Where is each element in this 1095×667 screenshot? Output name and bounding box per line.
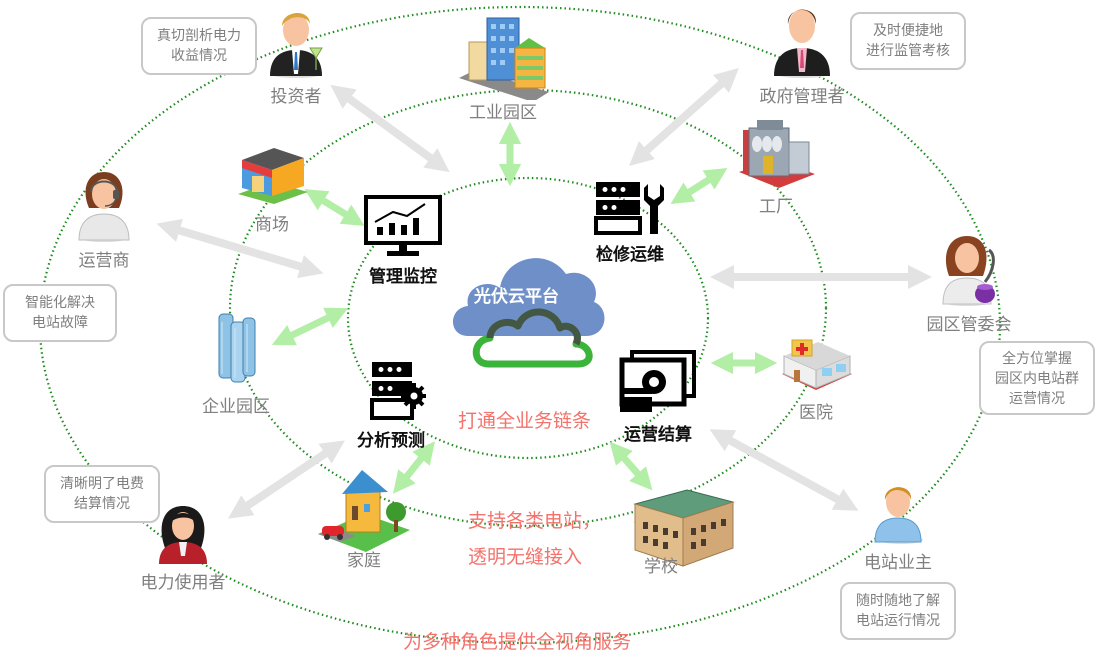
slogan-middle-line1: 支持各类电站， bbox=[468, 510, 602, 532]
money-bill-icon bbox=[619, 350, 696, 412]
committee-avatar-icon bbox=[942, 236, 995, 306]
slogan-inner: 打通全业务链条 bbox=[458, 410, 592, 432]
callout-power-user: 清晰明了电费 结算情况 bbox=[44, 465, 160, 523]
service-analysis[interactable]: 分析预测 bbox=[348, 360, 434, 451]
monitor-chart-icon bbox=[364, 195, 442, 256]
site-home[interactable]: 家庭 bbox=[316, 466, 412, 571]
investor-avatar-icon bbox=[270, 12, 323, 78]
shop-icon bbox=[238, 148, 308, 204]
platform-title: 光伏云平台 bbox=[474, 287, 559, 307]
school-icon bbox=[633, 489, 735, 567]
outer-ring bbox=[38, 5, 1002, 645]
industrial-buildings-icon bbox=[459, 17, 549, 102]
arrow-government bbox=[629, 68, 739, 166]
site-hospital[interactable]: 医院 bbox=[776, 334, 856, 423]
middle-ring bbox=[228, 88, 828, 528]
arrow-investor bbox=[330, 84, 450, 173]
service-maintenance[interactable]: 检修运维 bbox=[590, 180, 670, 265]
station-owner-avatar-icon bbox=[874, 487, 923, 544]
house-icon bbox=[318, 470, 410, 552]
government-avatar-icon bbox=[774, 9, 830, 78]
site-mall[interactable]: 商场 bbox=[232, 144, 312, 235]
site-factory[interactable]: 工厂 bbox=[734, 116, 818, 217]
role-label: 电站业主 bbox=[864, 553, 932, 573]
service-settlement[interactable]: 运营结算 bbox=[616, 350, 700, 445]
office-towers-icon bbox=[218, 313, 256, 383]
callout-investor: 真切剖析电力 收益情况 bbox=[141, 17, 257, 75]
service-monitor[interactable]: 管理监控 bbox=[362, 194, 444, 287]
arrow-home bbox=[393, 441, 435, 494]
role-park-committee[interactable]: 园区管委会 bbox=[914, 232, 1024, 335]
site-label: 商场 bbox=[255, 215, 289, 235]
site-label: 工业园区 bbox=[469, 103, 537, 123]
service-label: 检修运维 bbox=[596, 245, 664, 265]
site-label: 学校 bbox=[644, 557, 678, 577]
site-school[interactable]: 学校 bbox=[628, 488, 738, 577]
role-government[interactable]: 政府管理者 bbox=[752, 0, 852, 107]
arrow-station-owner bbox=[709, 429, 859, 511]
arrow-operator bbox=[156, 218, 324, 279]
server-wrench-icon bbox=[594, 182, 664, 235]
role-station-owner[interactable]: 电站业主 bbox=[858, 480, 938, 573]
site-label: 家庭 bbox=[347, 551, 381, 571]
service-label: 管理监控 bbox=[369, 267, 437, 287]
server-gear-icon bbox=[370, 362, 427, 420]
factory-icon bbox=[739, 120, 815, 188]
service-label: 运营结算 bbox=[624, 425, 692, 445]
slogan-outer: 为多种角色提供全视角服务 bbox=[403, 631, 632, 653]
role-label: 政府管理者 bbox=[759, 87, 845, 107]
callout-station-owner: 随时随地了解 电站运行情况 bbox=[840, 582, 956, 640]
role-label: 园区管委会 bbox=[926, 315, 1012, 335]
role-label: 电力使用者 bbox=[140, 573, 226, 593]
callout-operator: 智能化解决 电站故障 bbox=[3, 284, 117, 342]
callout-park-committee: 全方位掌握 园区内电站群 运营情况 bbox=[979, 341, 1095, 415]
site-label: 企业园区 bbox=[202, 397, 270, 417]
slogan-middle-line2: 透明无缝接入 bbox=[468, 546, 583, 568]
arrow-mall bbox=[304, 189, 365, 226]
arrow-factory bbox=[670, 168, 728, 204]
site-label: 医院 bbox=[799, 403, 833, 423]
site-enterprise-park[interactable]: 企业园区 bbox=[194, 308, 278, 417]
role-investor[interactable]: 投资者 bbox=[258, 4, 334, 107]
site-label: 工厂 bbox=[759, 197, 793, 217]
arrow-power-user bbox=[228, 440, 345, 519]
role-label: 运营商 bbox=[78, 251, 130, 271]
operator-headset-avatar-icon bbox=[78, 172, 130, 242]
callout-government: 及时便捷地 进行监管考核 bbox=[850, 12, 966, 70]
arrow-enterprise-park bbox=[271, 307, 349, 346]
cloud-platform-icon bbox=[453, 258, 605, 368]
site-industrial-park[interactable]: 工业园区 bbox=[448, 12, 558, 123]
service-label: 分析预测 bbox=[357, 431, 425, 451]
role-power-user[interactable]: 电力使用者 bbox=[128, 504, 238, 593]
arrow-school bbox=[609, 441, 653, 491]
role-operator[interactable]: 运营商 bbox=[66, 170, 142, 271]
hospital-icon bbox=[782, 339, 852, 390]
power-user-avatar-icon bbox=[159, 506, 207, 564]
role-label: 投资者 bbox=[270, 87, 322, 107]
